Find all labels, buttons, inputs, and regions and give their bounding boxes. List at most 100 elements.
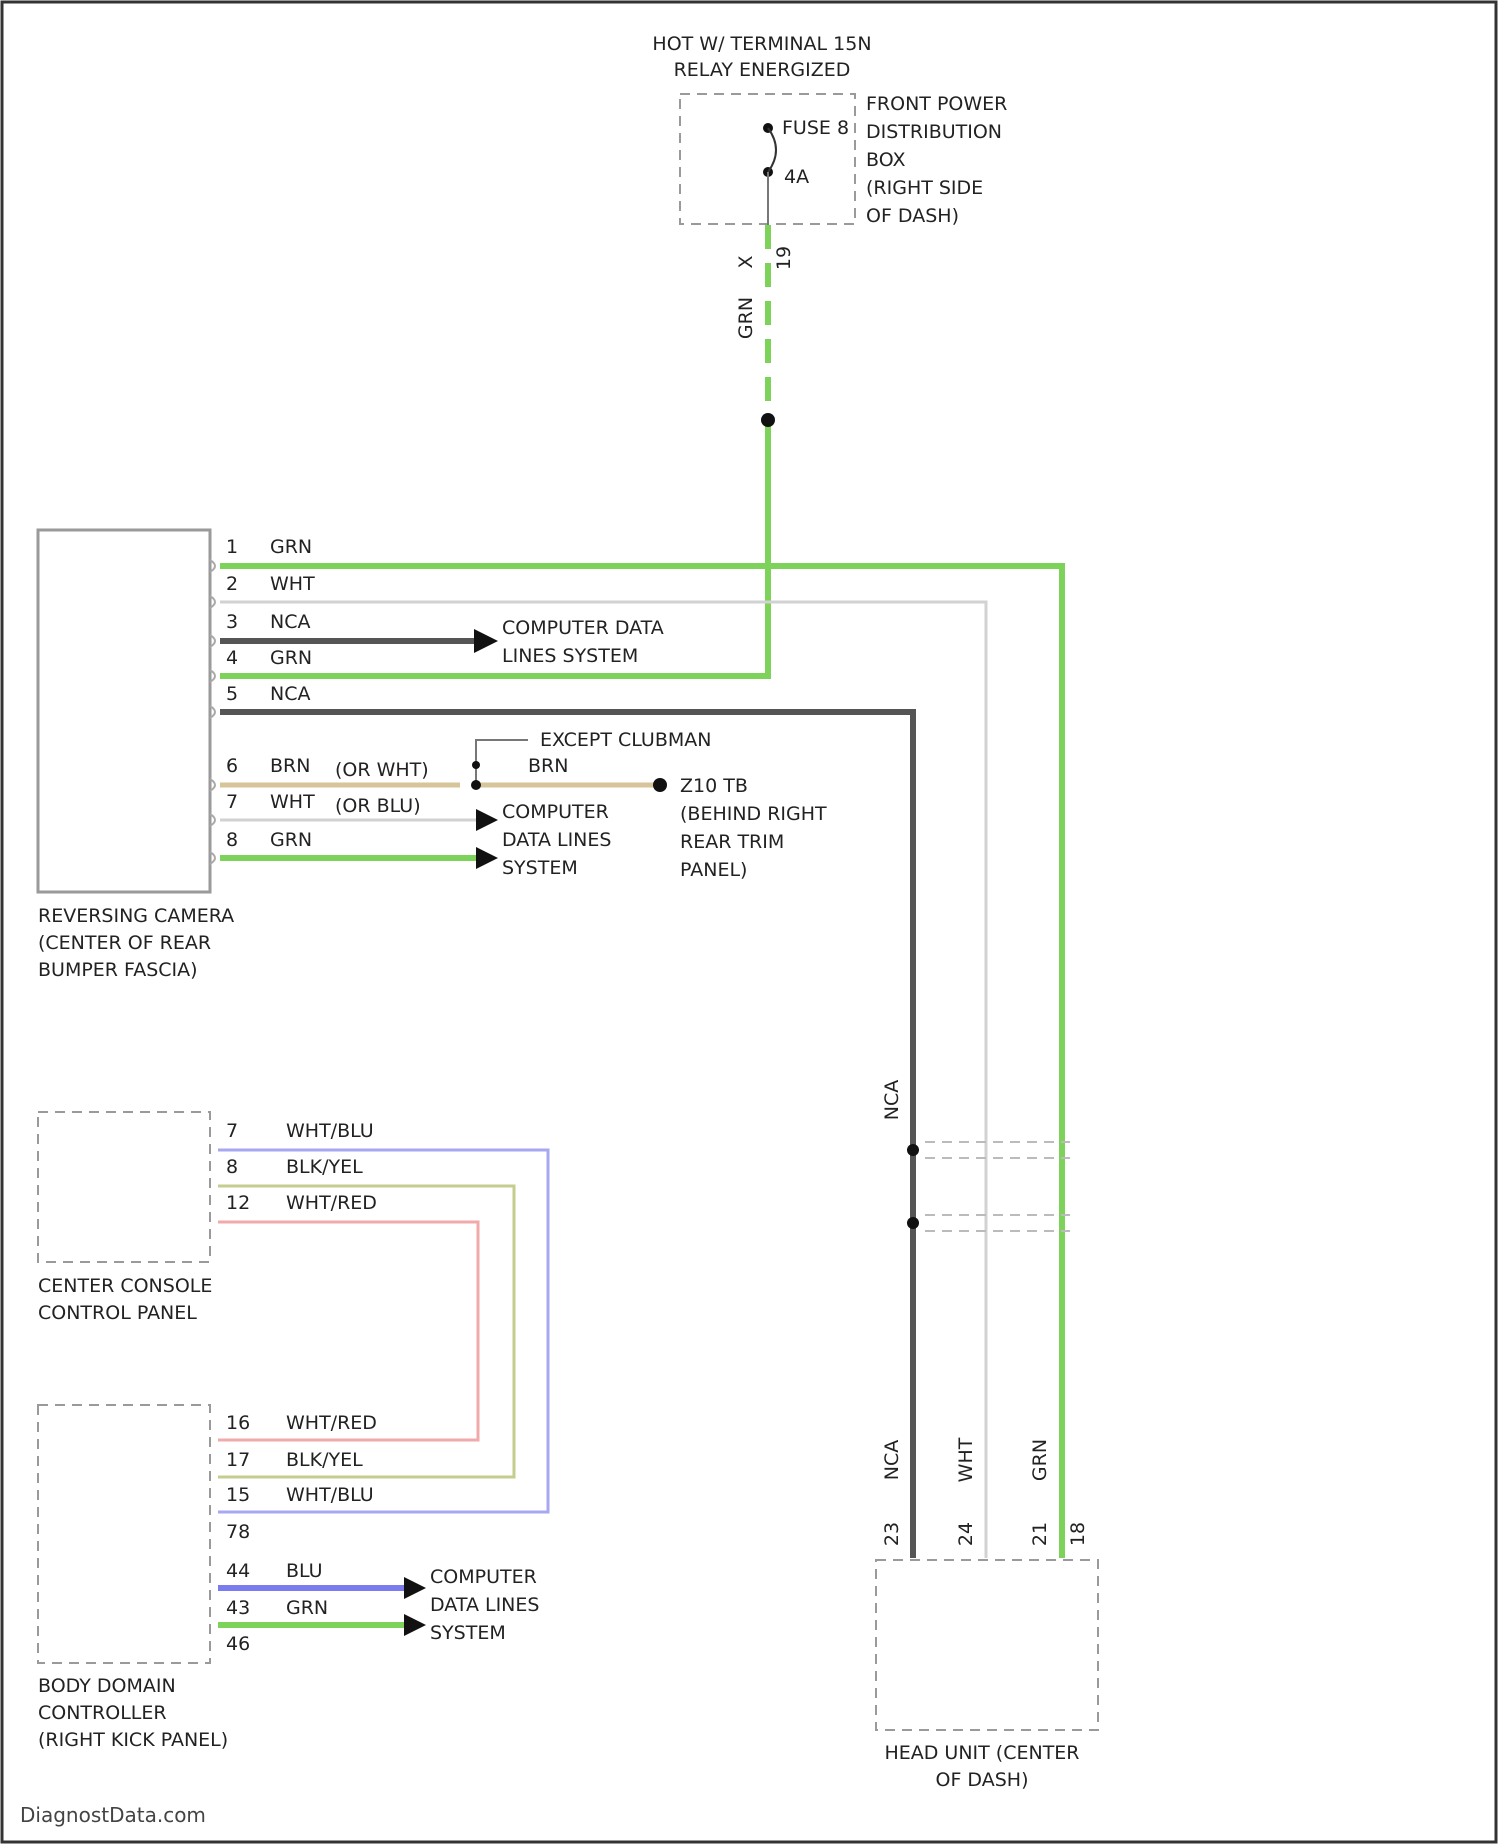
fuse-amp: 4A [784, 166, 809, 188]
cam-pin7-color: WHT [270, 791, 315, 813]
head-pin-24: 24 [955, 1522, 977, 1546]
box-label-3: BOX [866, 149, 905, 171]
cam-pin4-color: GRN [270, 647, 312, 669]
bdc-cdl-2: DATA LINES [430, 1594, 539, 1616]
bdc-pin17-num: 17 [226, 1449, 250, 1471]
bdc-pin43-num: 43 [226, 1597, 250, 1619]
head-unit-connector-break [925, 1142, 1070, 1231]
console-pin2-num: 8 [226, 1156, 238, 1178]
head-wire-nca: NCA [881, 1440, 903, 1480]
cam-pin8-color: GRN [270, 829, 312, 851]
splice-nca-bottom [907, 1217, 919, 1229]
cdl2-line3: SYSTEM [502, 857, 578, 879]
except-color: BRN [528, 755, 568, 777]
head-pin-23: 23 [881, 1522, 903, 1546]
center-console-box [38, 1112, 210, 1262]
camera-label-1: REVERSING CAMERA [38, 905, 234, 927]
head-vert-nca: NCA [881, 1080, 903, 1120]
wire-except-branch [476, 740, 528, 785]
cam-pin6-alt: (OR WHT) [335, 759, 429, 781]
except-label: EXCEPT CLUBMAN [540, 729, 711, 751]
hot-line2: RELAY ENERGIZED [674, 59, 851, 81]
box-label-4: (RIGHT SIDE [866, 177, 983, 199]
arrow-cdl2-a [476, 809, 498, 831]
fuse-symbol [768, 128, 776, 172]
bdc-pin15-num: 15 [226, 1484, 250, 1506]
ground-loc-1: (BEHIND RIGHT [680, 803, 827, 825]
bdc-pin46-num: 46 [226, 1633, 250, 1655]
head-unit-box [876, 1560, 1098, 1730]
fuse-pin-b: 19 [773, 246, 795, 270]
console-pin3-color: WHT/RED [286, 1192, 377, 1214]
console-pin1-color: WHT/BLU [286, 1120, 374, 1142]
bdc-label-2: CONTROLLER [38, 1702, 167, 1724]
head-label-1: HEAD UNIT (CENTER [884, 1742, 1079, 1764]
bdc-pin44-num: 44 [226, 1560, 250, 1582]
cam-pin7-alt: (OR BLU) [335, 795, 421, 817]
bdc-cdl-1: COMPUTER [430, 1566, 537, 1588]
ground-loc-2: REAR TRIM [680, 831, 784, 853]
cam-pin6-num: 6 [226, 755, 238, 777]
bdc-cdl-3: SYSTEM [430, 1622, 506, 1644]
bdc-pin43-color: GRN [286, 1597, 328, 1619]
cam-pin2-num: 2 [226, 573, 238, 595]
splice-nca-top [907, 1144, 919, 1156]
cam-pin3-num: 3 [226, 611, 238, 633]
reversing-camera-box [38, 530, 210, 892]
arrow-bdc-b [404, 1614, 426, 1636]
cam-pin4-num: 4 [226, 647, 238, 669]
cdl1-line1: COMPUTER DATA [502, 617, 664, 639]
head-label-2: OF DASH) [936, 1769, 1029, 1791]
cam-pin8-num: 8 [226, 829, 238, 851]
bdc-label-3: (RIGHT KICK PANEL) [38, 1729, 228, 1751]
console-pin3-num: 12 [226, 1192, 250, 1214]
console-label-1: CENTER CONSOLE [38, 1275, 212, 1297]
bdc-label-1: BODY DOMAIN [38, 1675, 176, 1697]
console-pin2-color: BLK/YEL [286, 1156, 363, 1178]
fuse-wire-color: GRN [735, 297, 757, 339]
arrow-cdl1 [474, 629, 498, 653]
cam-pin1-num: 1 [226, 536, 238, 558]
fuse-label: FUSE 8 [782, 117, 849, 139]
watermark: DiagnostData.com [20, 1803, 206, 1827]
splice-brn [471, 780, 481, 790]
wire-wht-red [218, 1222, 478, 1440]
bdc-pin15-color: WHT/BLU [286, 1484, 374, 1506]
head-wire-wht: WHT [955, 1437, 977, 1482]
console-pin1-num: 7 [226, 1120, 238, 1142]
hot-line1: HOT W/ TERMINAL 15N [652, 33, 871, 55]
box-label-5: OF DASH) [866, 205, 959, 227]
console-label-2: CONTROL PANEL [38, 1302, 197, 1324]
splice-except-top [472, 761, 480, 769]
cdl1-line2: LINES SYSTEM [502, 645, 638, 667]
ground-loc-3: PANEL) [680, 859, 747, 881]
cam-pin7-num: 7 [226, 791, 238, 813]
camera-label-2: (CENTER OF REAR [38, 932, 211, 954]
camera-label-3: BUMPER FASCIA) [38, 959, 198, 981]
cam-pin2-color: WHT [270, 573, 315, 595]
head-connector-id: 18 [1067, 1522, 1089, 1546]
cam-pin5-num: 5 [226, 683, 238, 705]
bdc-box [38, 1405, 210, 1663]
bdc-pin44-color: BLU [286, 1560, 323, 1582]
fuse-pin-a: X [735, 255, 757, 268]
splice-grn [761, 413, 775, 427]
ground-dot [653, 778, 667, 792]
box-label-2: DISTRIBUTION [866, 121, 1002, 143]
arrow-bdc-a [404, 1577, 426, 1599]
arrow-cdl2-b [476, 847, 498, 869]
head-pin-21: 21 [1029, 1522, 1051, 1546]
bdc-pin17-color: BLK/YEL [286, 1449, 363, 1471]
bdc-pin16-num: 16 [226, 1412, 250, 1434]
bdc-pin78-num: 78 [226, 1521, 250, 1543]
bdc-pin16-color: WHT/RED [286, 1412, 377, 1434]
wire-wht-blu [218, 1150, 548, 1512]
cam-pin3-color: NCA [270, 611, 310, 633]
cdl2-line1: COMPUTER [502, 801, 609, 823]
cam-pin5-color: NCA [270, 683, 310, 705]
box-label-1: FRONT POWER [866, 93, 1007, 115]
ground-id: Z10 TB [680, 775, 748, 797]
cdl2-line2: DATA LINES [502, 829, 611, 851]
cam-pin1-color: GRN [270, 536, 312, 558]
